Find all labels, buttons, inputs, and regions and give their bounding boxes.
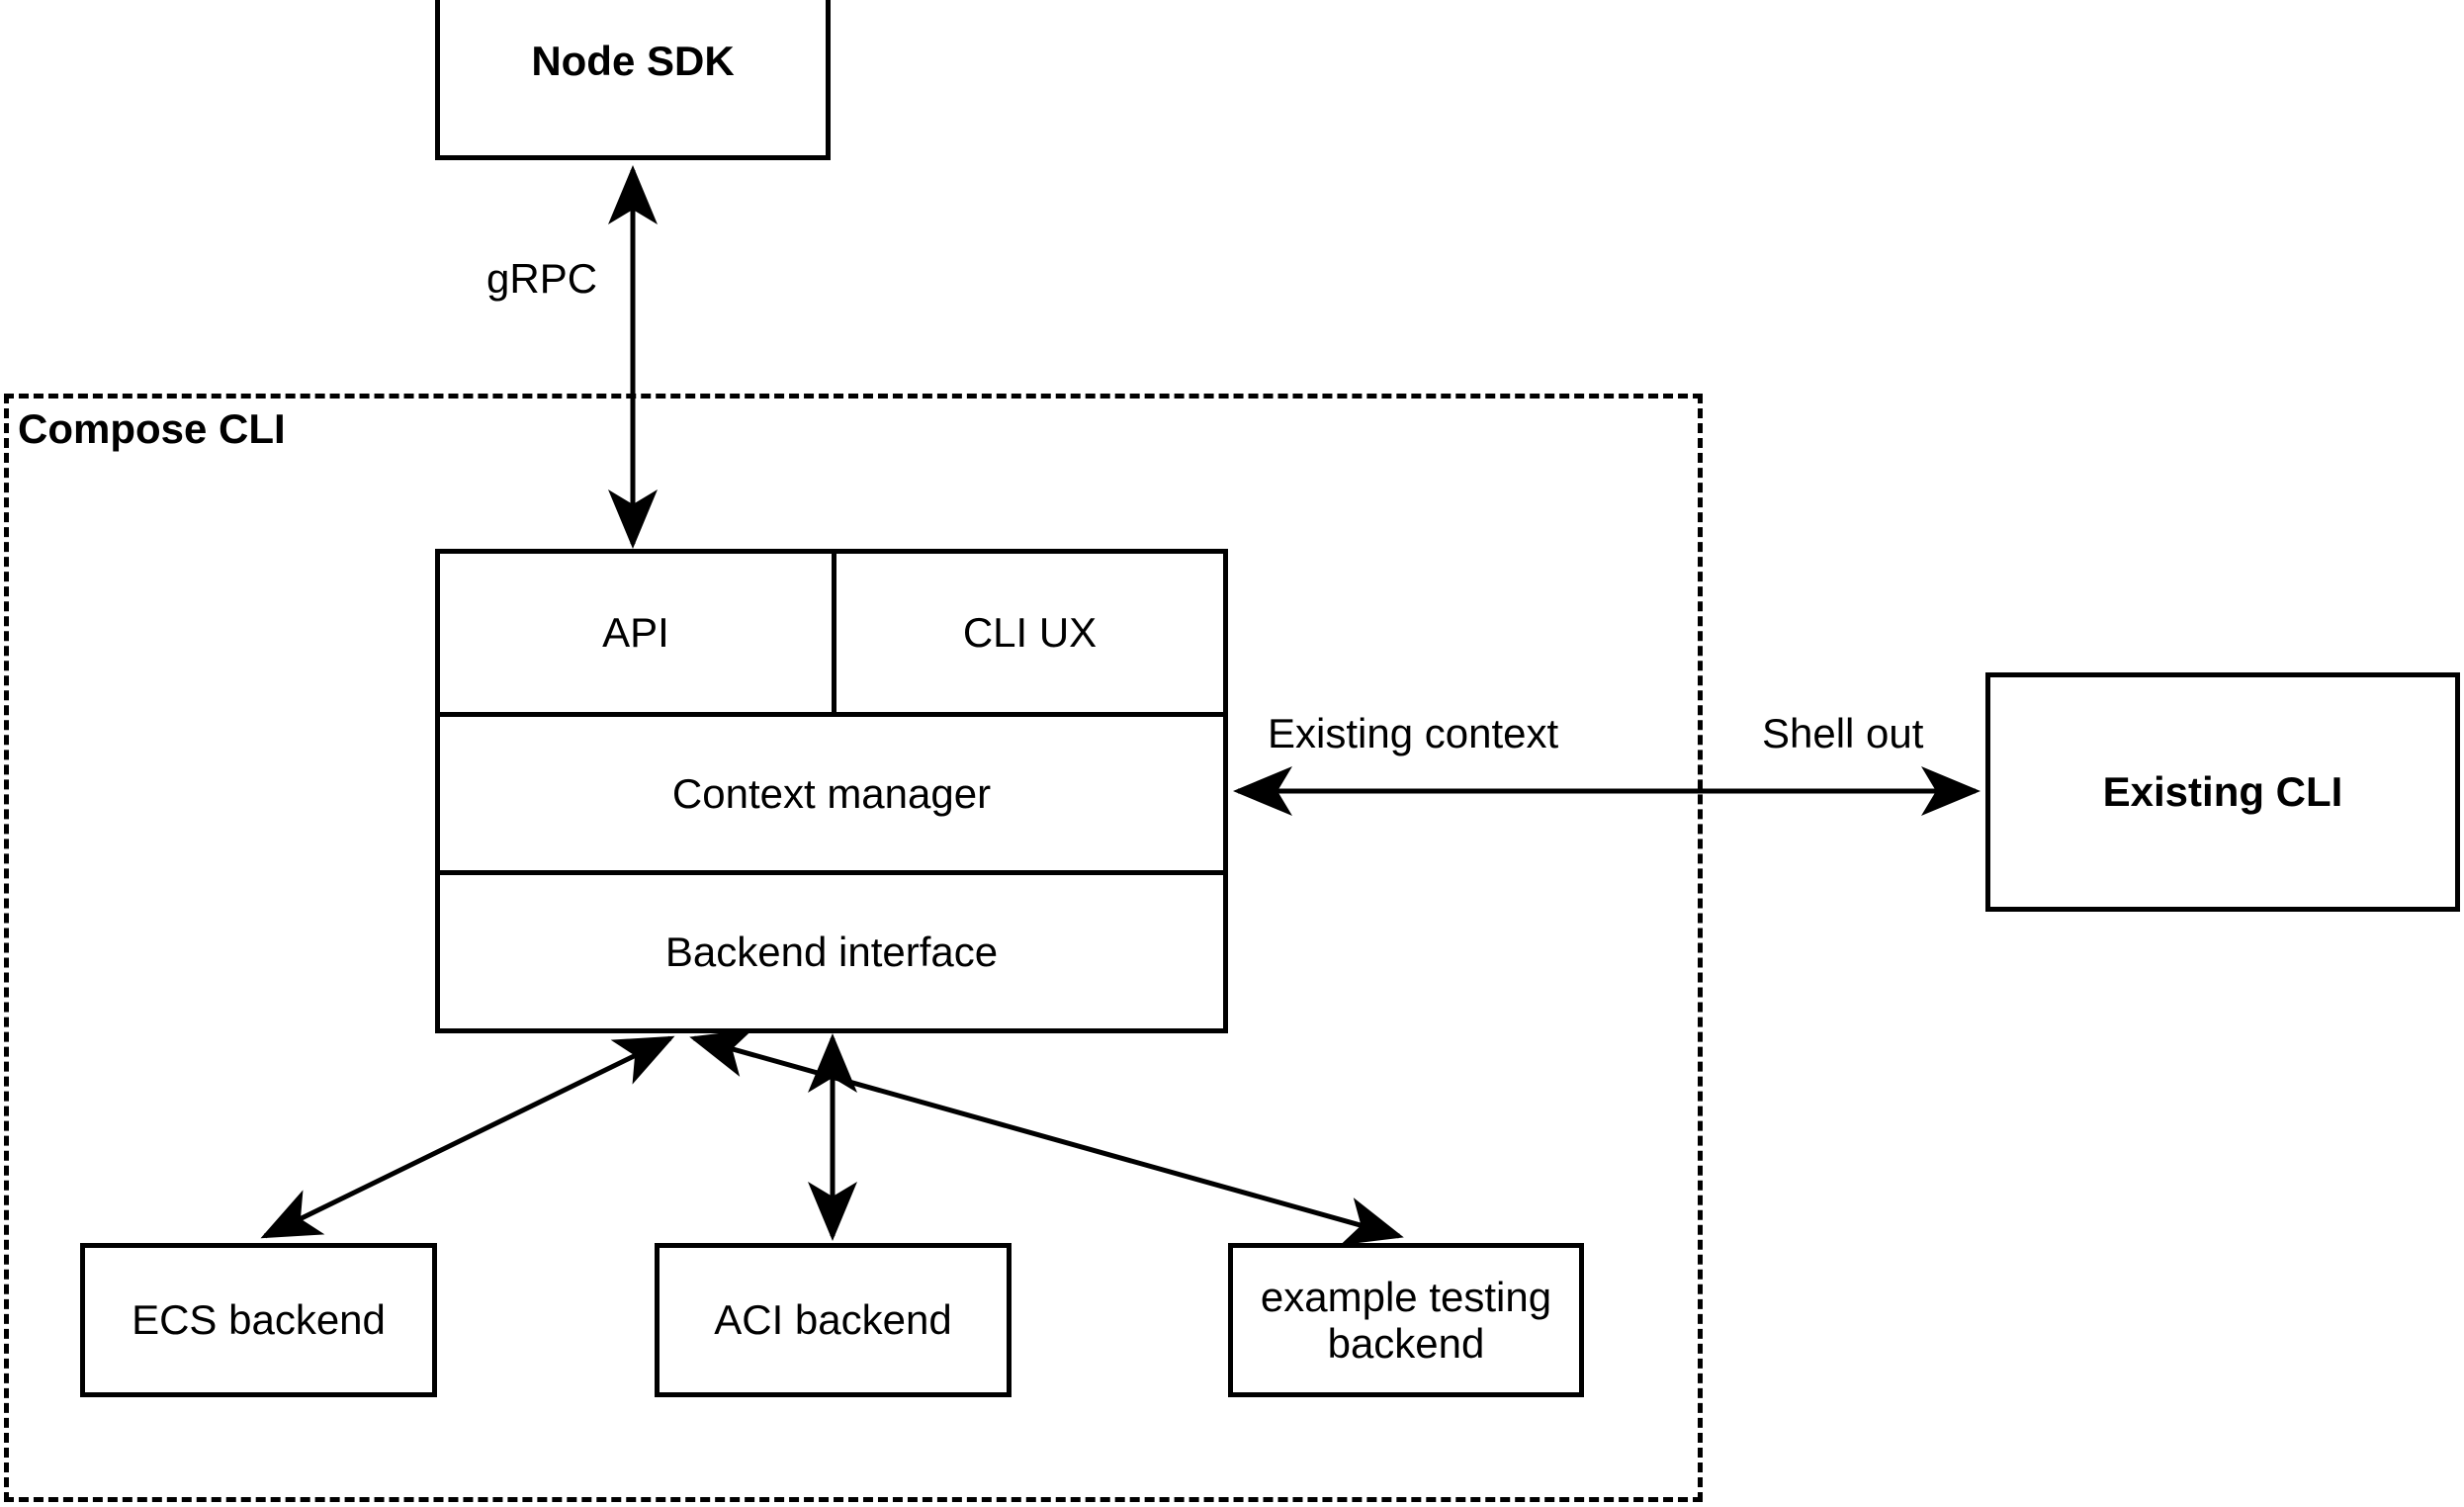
shell-out-edge-label: Shell out bbox=[1762, 710, 1924, 756]
stack-cell-context-manager[interactable]: Context manager bbox=[440, 712, 1223, 870]
node-sdk-label: Node SDK bbox=[531, 38, 735, 85]
cli-ux-label: CLI UX bbox=[962, 609, 1098, 656]
stack-cell-api[interactable]: API bbox=[440, 554, 832, 712]
example-testing-backend-box[interactable]: example testing backend bbox=[1228, 1243, 1584, 1397]
example-testing-backend-label-line1: example testing bbox=[1260, 1273, 1552, 1320]
ecs-backend-label: ECS backend bbox=[132, 1296, 386, 1344]
stack-cell-cli-ux[interactable]: CLI UX bbox=[832, 554, 1223, 712]
compose-cli-group-label: Compose CLI bbox=[18, 405, 286, 452]
compose-cli-stack-box bbox=[435, 549, 1228, 1033]
existing-context-edge-label: Existing context bbox=[1268, 710, 1559, 756]
node-sdk-box[interactable]: Node SDK bbox=[435, 0, 831, 160]
aci-backend-box[interactable]: ACI backend bbox=[655, 1243, 1012, 1397]
aci-backend-label: ACI backend bbox=[714, 1296, 952, 1344]
stack-cell-backend-interface[interactable]: Backend interface bbox=[440, 870, 1223, 1028]
backend-example-connector bbox=[689, 1028, 1404, 1246]
existing-cli-label: Existing CLI bbox=[2102, 768, 2343, 816]
existing-cli-box[interactable]: Existing CLI bbox=[1985, 672, 2460, 912]
grpc-edge-label: gRPC bbox=[486, 255, 598, 302]
backend-interface-label: Backend interface bbox=[664, 928, 999, 975]
example-testing-backend-label-line2: backend bbox=[1327, 1320, 1485, 1367]
context-manager-label: Context manager bbox=[671, 769, 992, 817]
ecs-backend-box[interactable]: ECS backend bbox=[80, 1243, 437, 1397]
api-label: API bbox=[602, 609, 669, 656]
backend-ecs-connector bbox=[260, 1035, 675, 1239]
